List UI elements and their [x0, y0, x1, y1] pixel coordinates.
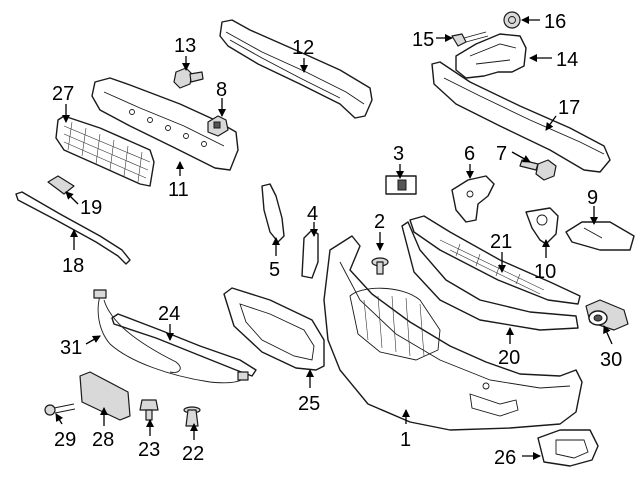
callout-31: 31	[60, 337, 82, 359]
callout-27: 27	[52, 83, 74, 105]
callout-16: 16	[544, 11, 566, 33]
callout-30: 30	[600, 349, 622, 371]
callout-20: 20	[498, 347, 520, 369]
part-4-cover	[301, 229, 319, 279]
callout-13: 13	[174, 35, 196, 57]
callout-19: 19	[80, 197, 102, 219]
callout-10: 10	[534, 261, 556, 283]
callout-8: 8	[216, 79, 227, 101]
callout-23: 23	[138, 439, 160, 461]
callout-21: 21	[490, 231, 512, 253]
part-1-bumper-cover	[323, 235, 583, 431]
callout-22: 22	[182, 443, 204, 465]
callout-14: 14	[556, 49, 578, 71]
callout-2: 2	[374, 211, 385, 233]
part-5-tow-hook-cover	[261, 183, 285, 243]
part-20-lower-spoiler	[401, 221, 579, 331]
part-27-mesh-grille	[55, 115, 155, 187]
part-19-pad	[47, 175, 75, 195]
part-2-rivet	[371, 257, 389, 275]
part-15-screw	[451, 31, 489, 47]
part-21-lower-grille	[409, 215, 581, 305]
part-10-bracket	[525, 207, 559, 245]
callout-labels: 1 2 3 4 5 6 7 8 9 10 11 12 13 14 15 16 1…	[52, 11, 622, 469]
part-26-fog-lamp-bezel	[537, 429, 599, 467]
callout-7: 7	[496, 143, 507, 165]
callout-28: 28	[92, 429, 114, 451]
callout-26: 26	[494, 447, 516, 469]
callout-6: 6	[464, 143, 475, 165]
part-29-screw	[44, 403, 76, 416]
callout-18: 18	[62, 255, 84, 277]
callout-17: 17	[558, 97, 580, 119]
part-18-trim-strip	[15, 191, 131, 265]
part-9-reflector-cover	[565, 221, 635, 251]
part-3-clip	[385, 175, 417, 195]
callout-25: 25	[298, 393, 320, 415]
part-22-push-clip	[183, 406, 201, 427]
callout-24: 24	[158, 303, 180, 325]
leader-lines	[55, 16, 613, 460]
part-6-bracket	[451, 175, 495, 223]
callout-12: 12	[292, 37, 314, 59]
callout-1: 1	[400, 429, 411, 451]
part-16-nut	[503, 11, 521, 29]
part-28-license-bracket	[79, 371, 131, 421]
part-12-upper-reinforcement-bar	[219, 19, 373, 119]
part-31-wiring-harness	[93, 289, 249, 384]
callout-9: 9	[587, 187, 598, 209]
callout-5: 5	[269, 259, 280, 281]
callout-4: 4	[307, 203, 318, 225]
part-23-bolt	[139, 399, 159, 421]
part-25-grille-frame	[223, 287, 325, 371]
part-24-molding	[111, 313, 257, 377]
part-30-parking-sensor	[585, 299, 629, 331]
part-14-bracket	[455, 33, 527, 79]
part-7-bolt	[519, 159, 557, 181]
part-17-absorber	[431, 61, 611, 173]
callout-29: 29	[54, 429, 76, 451]
callout-3: 3	[393, 143, 404, 165]
part-13-bolt	[173, 67, 204, 89]
callout-15: 15	[412, 29, 434, 51]
callout-11: 11	[168, 179, 189, 201]
part-11-grille-carrier	[91, 77, 239, 171]
